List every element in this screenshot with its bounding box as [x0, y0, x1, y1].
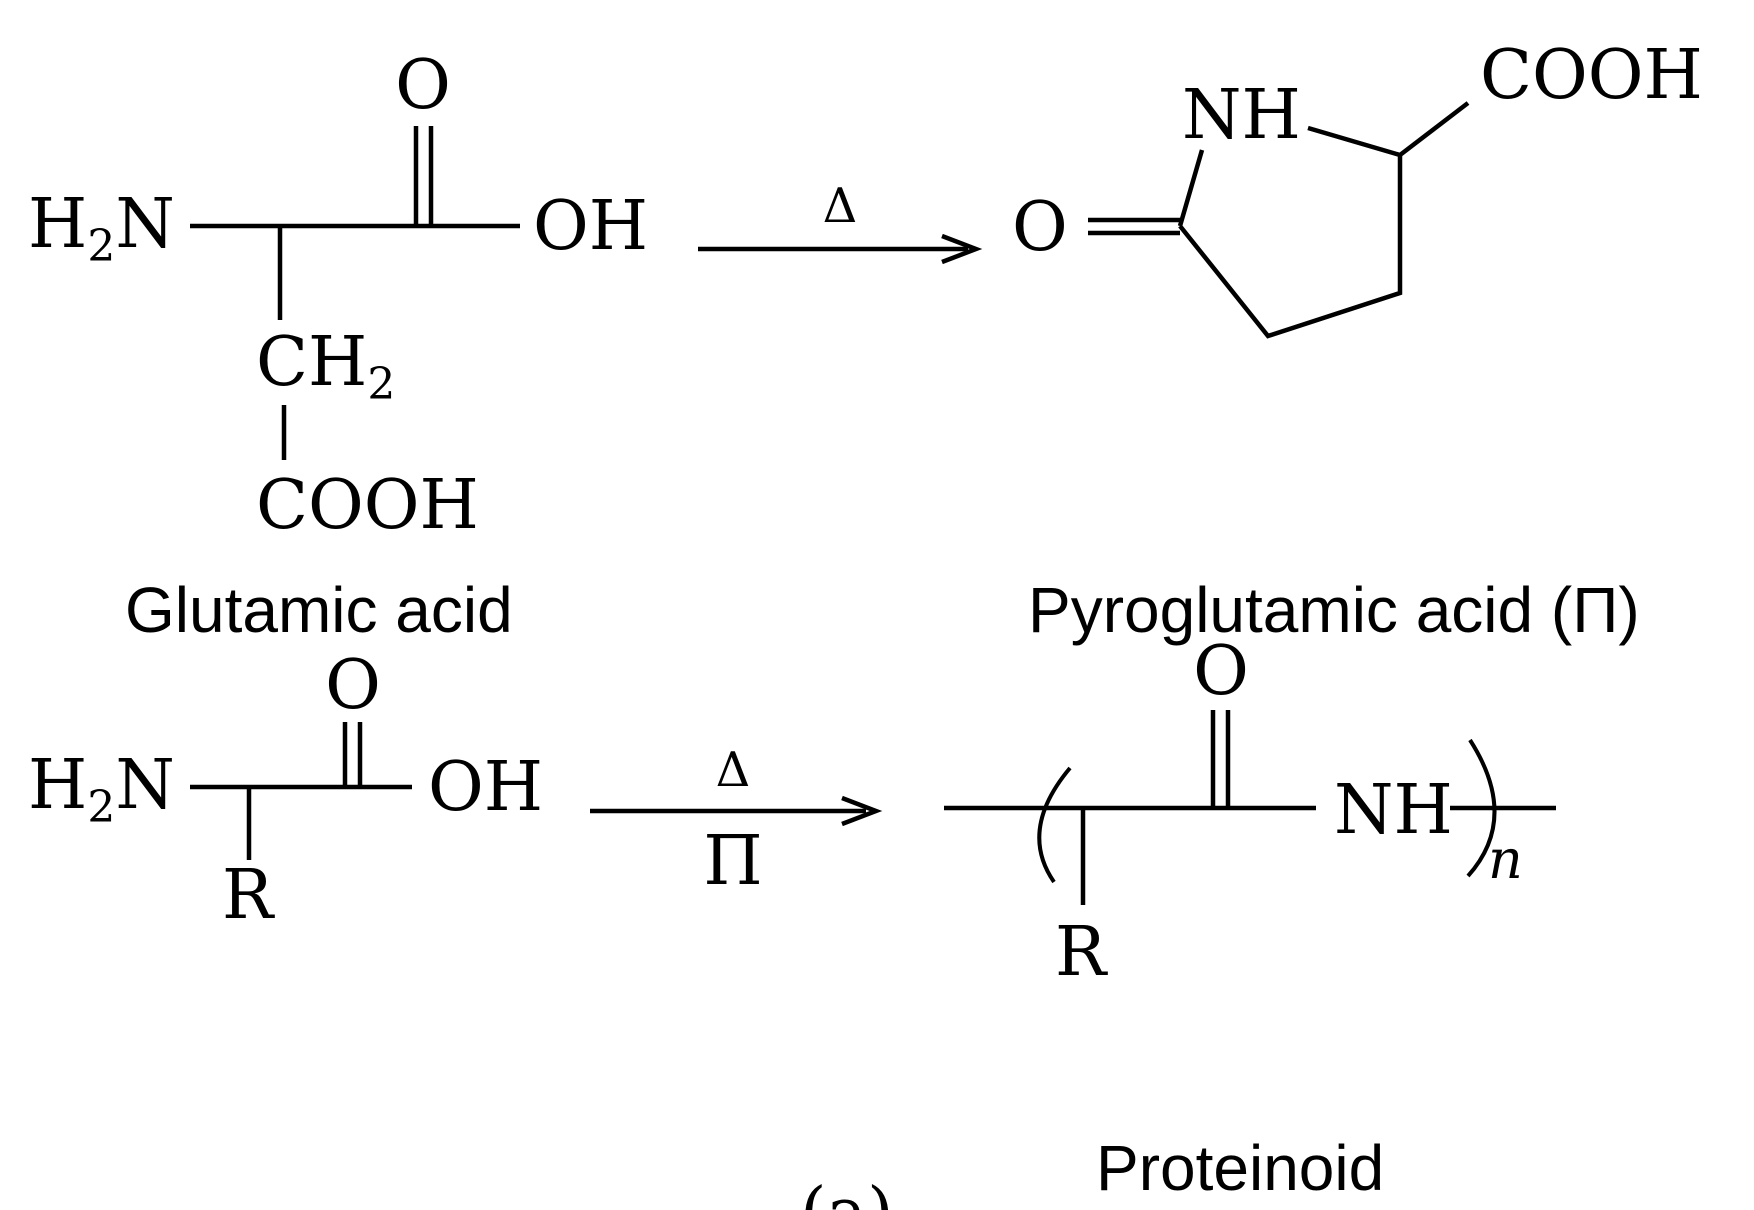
right-bracket [1466, 738, 1497, 878]
arrow-head-2 [841, 795, 883, 827]
proteinoid-label: Proteinoid [1096, 1132, 1384, 1204]
amine-group: H2N [28, 185, 175, 272]
carbonyl-oxygen-polymer: O [1193, 632, 1249, 711]
amide-nh: NH [1334, 771, 1453, 850]
heat-symbol: Δ [823, 178, 858, 234]
amino-acid-structure: H2N O OH R [28, 646, 543, 935]
panel-label-fragment: (a) [800, 1174, 894, 1210]
carbonyl-oxygen: O [395, 46, 451, 125]
proteinoid-structure: O NH n R [944, 632, 1556, 992]
pyroglutamic-acid-label: Pyroglutamic acid (Π) [1028, 574, 1640, 646]
methylene-group: CH2 [256, 323, 395, 410]
carboxyl-bond [1398, 101, 1470, 157]
r-group-polymer: R [1055, 913, 1108, 992]
ring-bond-to-nh [1177, 149, 1205, 227]
ring-nh: NH [1182, 76, 1301, 155]
hydroxyl-group: OH [533, 187, 648, 266]
reaction-arrow-1: Δ [698, 178, 983, 265]
pyroglutamic-acid-structure: O NH COOH [1012, 36, 1703, 339]
hydroxyl-group-2: OH [428, 748, 543, 827]
glutamic-acid-label: Glutamic acid [125, 574, 513, 646]
amine-group-2: H2N [28, 746, 175, 833]
repeat-count: n [1488, 828, 1523, 891]
carboxyl-group: COOH [256, 466, 479, 545]
glutamic-acid-structure: H2N O OH CH2 COOH [28, 46, 648, 545]
catalyst-symbol: Π [703, 822, 762, 901]
pyrrolidone-ring [1178, 125, 1403, 339]
r-group: R [222, 856, 275, 935]
arrow-head [941, 233, 983, 265]
ketone-oxygen: O [1012, 188, 1068, 267]
ring-carboxyl: COOH [1480, 36, 1703, 115]
heat-symbol-2: Δ [716, 742, 751, 798]
reaction-arrow-2: Δ Π [590, 742, 883, 901]
carbonyl-oxygen-2: O [325, 646, 381, 725]
left-bracket [1037, 766, 1072, 884]
